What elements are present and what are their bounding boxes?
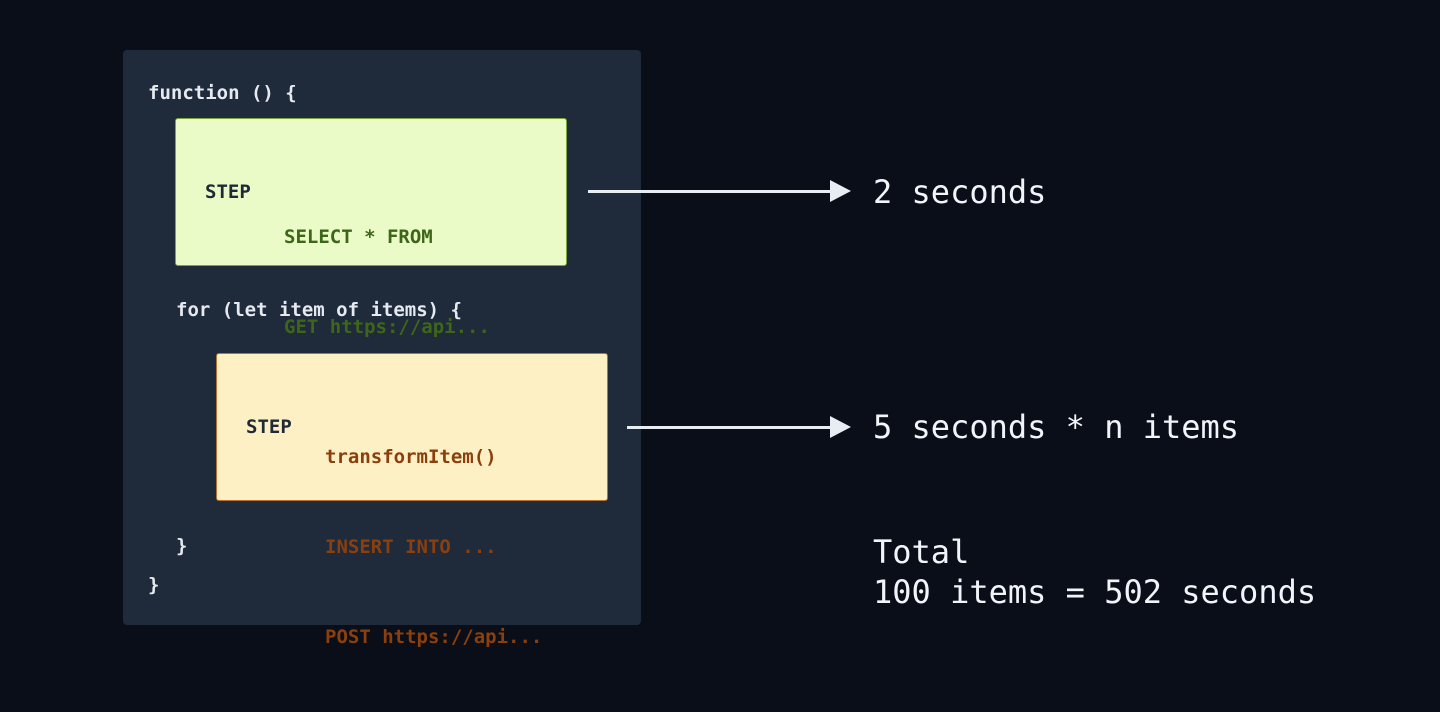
step-label: STEP (246, 416, 292, 438)
function-open-line: function () { (148, 82, 297, 104)
loop-open-line: for (let item of items) { (176, 299, 462, 321)
step-2-duration: 5 seconds * n items (873, 408, 1240, 446)
code-line-post: POST https://api... (325, 626, 543, 648)
total-value: 100 items = 502 seconds (873, 573, 1317, 611)
loop-close-line: } (176, 535, 188, 557)
function-close-line: } (148, 574, 160, 596)
step-code-fetch: SELECT * FROM GET https://api... (284, 162, 490, 402)
code-line-select: SELECT * FROM (284, 226, 433, 248)
total-label: Total (873, 533, 970, 571)
step-1-duration: 2 seconds (873, 173, 1047, 211)
step-label: STEP (205, 181, 251, 203)
code-line-transform: transformItem() (325, 446, 497, 468)
code-line-insert: INSERT INTO ... (325, 536, 497, 558)
arrow-step-1-head (830, 180, 851, 202)
code-line-get: GET https://api... (284, 316, 490, 338)
step-code-process: transformItem() INSERT INTO ... POST htt… (325, 382, 542, 712)
arrow-step-2-head (830, 416, 851, 438)
step-box-process: STEP transformItem() INSERT INTO ... POS… (216, 353, 608, 648)
code-panel: function () { STEP SELECT * FROM GET htt… (123, 50, 641, 648)
step-box-fetch: STEP SELECT * FROM GET https://api... (175, 118, 567, 338)
arrow-step-2-line (627, 426, 833, 429)
arrow-step-1-line (588, 190, 833, 193)
